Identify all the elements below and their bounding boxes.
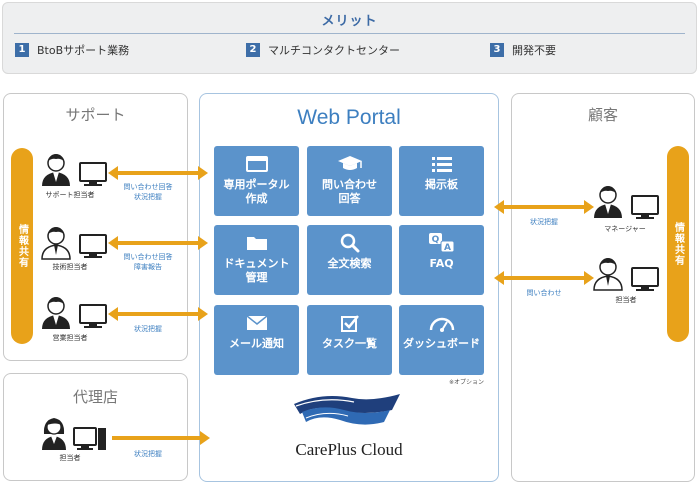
merit-label-1: BtoBサポート業務	[37, 44, 130, 57]
checkbox-icon	[336, 311, 364, 335]
computer-icon	[79, 162, 107, 187]
merit-label-2: マルチコンタクトセンター	[268, 44, 400, 57]
customer-manager	[593, 185, 623, 219]
tile-document-management[interactable]: ドキュメント 管理	[214, 225, 299, 295]
tile-label: 全文検索	[327, 257, 372, 270]
merit-number-1: 1	[15, 43, 29, 57]
option-note: ※オプション	[449, 379, 485, 386]
folder-icon	[243, 231, 271, 255]
agency-panel	[3, 373, 188, 481]
arrow-label-agency: 状況把握	[134, 450, 162, 458]
tile-label: 掲示板	[425, 178, 458, 191]
arrow-label-customer-2: 問い合わせ	[526, 289, 562, 297]
merit-number-2: 2	[246, 43, 260, 57]
customer-person-label-1: マネージャー	[604, 225, 646, 233]
merit-box	[2, 2, 697, 74]
support-person-2	[41, 226, 71, 260]
agency-person-label: 担当者	[59, 454, 81, 462]
computer-icon	[79, 234, 107, 259]
arrow-label-support-3: 状況把握	[134, 325, 162, 333]
svg-text:A: A	[444, 243, 451, 253]
customer-share-label: 情報共有	[672, 222, 684, 266]
tile-label: FAQ	[429, 257, 454, 270]
support-title: サポート	[65, 106, 126, 124]
agency-person	[41, 417, 67, 451]
tile-full-text-search[interactable]: 全文検索	[307, 225, 392, 295]
envelope-icon	[243, 311, 271, 335]
arrow-support-1	[108, 166, 208, 180]
dashboard-asterisk: ※	[474, 338, 480, 345]
arrow-agency	[112, 431, 210, 445]
tile-label: 専用ポータル 作成	[223, 178, 290, 205]
support-person-label-1: サポート担当者	[45, 191, 95, 199]
computer-icon	[631, 267, 659, 292]
merit-divider	[14, 33, 685, 34]
tile-label: ダッシュボード	[403, 337, 480, 350]
tile-dedicated-portal[interactable]: 専用ポータル 作成	[214, 146, 299, 216]
arrow-support-2	[108, 236, 208, 250]
brand-name: CarePlus Cloud	[295, 440, 403, 459]
arrow-label-support-2: 問い合わせ回答 障害報告	[123, 253, 173, 271]
tower-computer-icon	[73, 427, 107, 451]
merit-label-3: 開発不要	[512, 44, 556, 57]
support-person-label-2: 技術担当者	[52, 263, 88, 271]
gauge-icon	[428, 311, 456, 335]
support-person-3	[41, 296, 71, 330]
search-icon	[336, 231, 364, 255]
tile-dashboard[interactable]: ダッシュボード	[399, 305, 484, 375]
customer-share-bar: 情報共有	[667, 146, 689, 342]
arrow-label-support-1: 問い合わせ回答 状況把握	[123, 183, 173, 201]
merit-number-3: 3	[490, 43, 504, 57]
svg-text:Q: Q	[431, 235, 439, 245]
tile-label: 問い合わせ 回答	[322, 178, 377, 205]
computer-icon	[631, 195, 659, 220]
graduation-cap-icon	[336, 152, 364, 176]
support-share-label: 情報共有	[16, 224, 28, 268]
tile-label: タスク一覧	[322, 337, 377, 350]
tile-label: ドキュメント 管理	[223, 257, 290, 284]
list-icon	[428, 152, 456, 176]
merit-item-1: 1 BtoBサポート業務	[15, 42, 129, 58]
merit-title: メリット	[321, 14, 378, 29]
computer-icon	[79, 304, 107, 329]
support-person-1	[41, 153, 71, 187]
web-portal-title: Web Portal	[297, 106, 401, 129]
browser-window-icon	[243, 152, 271, 176]
tile-inquiry-answer[interactable]: 問い合わせ 回答	[307, 146, 392, 216]
merit-item-2: 2 マルチコンタクトセンター	[246, 42, 400, 58]
support-person-label-3: 営業担当者	[52, 334, 88, 342]
arrow-support-3	[108, 307, 208, 321]
merit-item-3: 3 開発不要	[490, 42, 556, 58]
tile-bulletin-board[interactable]: 掲示板	[399, 146, 484, 216]
tile-mail-notification[interactable]: メール通知	[214, 305, 299, 375]
support-share-bar: 情報共有	[11, 148, 33, 344]
careplus-logo	[292, 390, 402, 436]
tile-label: メール通知	[229, 337, 284, 350]
customer-title: 顧客	[587, 106, 618, 124]
agency-title: 代理店	[72, 388, 118, 406]
arrow-customer-2	[494, 271, 594, 285]
customer-person-label-2: 担当者	[615, 296, 637, 304]
tile-task-list[interactable]: タスク一覧	[307, 305, 392, 375]
arrow-label-customer-1: 状況把握	[530, 218, 558, 226]
arrow-customer-1	[494, 200, 594, 214]
customer-staff	[593, 257, 623, 291]
